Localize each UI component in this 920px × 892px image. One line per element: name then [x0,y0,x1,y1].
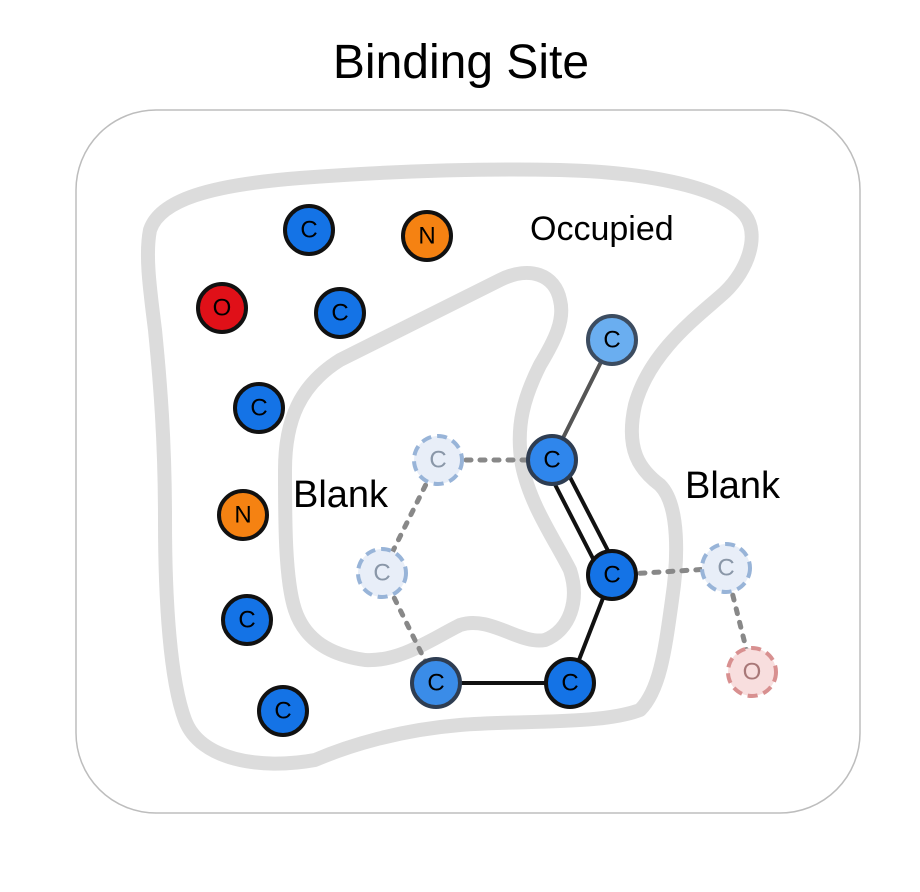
ghost-atom-carbon: C [412,434,464,486]
atom-label: C [274,698,291,725]
atom-label: O [213,295,232,322]
atom-label: C [603,327,620,354]
diagram-title: Binding Site [333,36,589,89]
atom-label: N [418,223,435,250]
atom-label: C [300,217,317,244]
ghost-atom-oxygen: O [726,646,778,698]
pocket-atom-carbon: C [314,287,366,339]
atom-label: N [234,502,251,529]
ligand-atom-carbon: C [586,314,638,366]
pocket-inner-contour [278,265,581,668]
ghost-atom-carbon: C [700,542,752,594]
ligand-atoms: C C C C C [410,314,638,709]
ligand-atom-carbon: C [586,549,638,601]
ghost-atoms: C C C O [356,434,778,698]
atom-label: C [238,607,255,634]
pocket-atom-carbon: C [221,594,273,646]
ligand-atom-carbon: C [544,657,596,709]
atom-label: C [543,447,560,474]
atom-label: C [603,562,620,589]
pocket-atom-nitrogen: N [217,489,269,541]
atom-label: C [250,395,267,422]
blank-label-right: Blank [685,465,781,507]
pocket-atoms: C N O C C N C C [196,204,453,737]
pocket-outer-contour [140,162,759,771]
atom-label: C [427,670,444,697]
pocket-atom-oxygen: O [196,282,248,334]
atom-label: C [373,560,390,587]
atom-label: C [331,300,348,327]
atom-label: C [717,555,734,582]
ligand-atom-carbon: C [410,657,462,709]
blank-label-left: Blank [293,474,389,516]
atom-label: O [743,659,762,686]
ghost-atom-carbon: C [356,547,408,599]
pocket-atom-carbon: C [283,204,335,256]
atom-label: C [561,670,578,697]
ligand-atom-carbon: C [526,434,578,486]
atom-label: C [429,447,446,474]
pocket-atom-carbon: C [233,382,285,434]
occupied-label: Occupied [530,210,674,248]
pocket-atom-nitrogen: N [401,210,453,262]
pocket-atom-carbon: C [257,685,309,737]
